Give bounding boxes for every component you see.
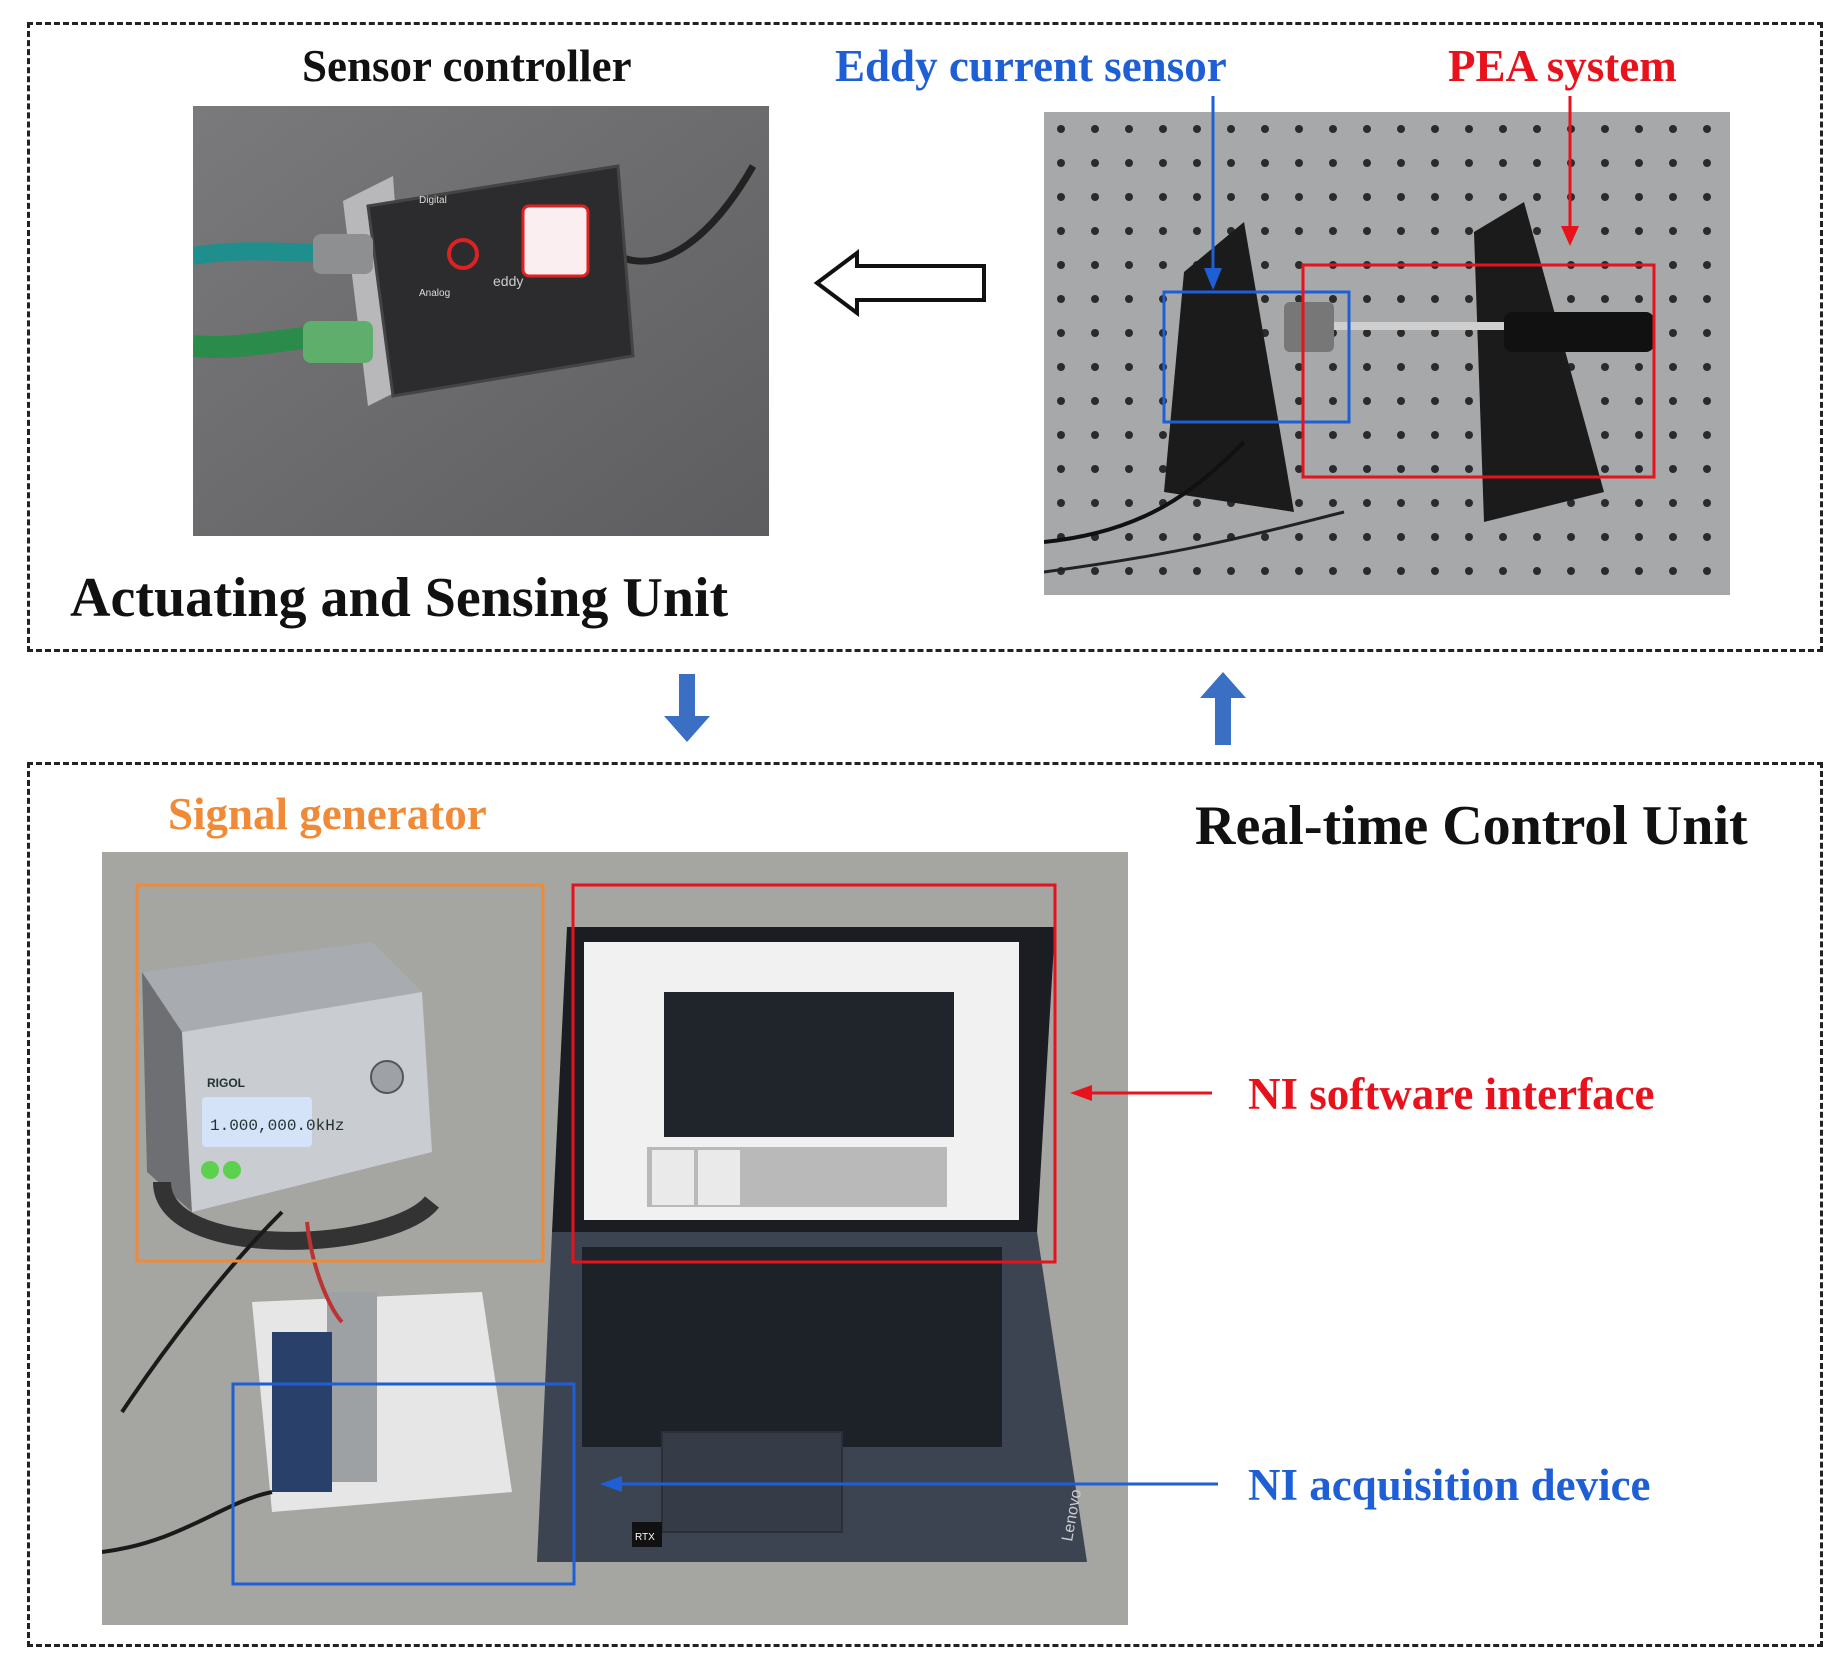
sensor-controller-label: Sensor controller <box>302 41 632 91</box>
gpu-badge-text: RTX <box>635 1532 655 1543</box>
actuating-sensing-unit-title: Actuating and Sensing Unit <box>70 567 729 629</box>
downward-flow-arrow <box>664 674 710 742</box>
ni-acquisition-device-label: NI acquisition device <box>1248 1460 1651 1510</box>
realtime-control-panel <box>27 762 1823 1647</box>
actuating-sensing-panel <box>27 22 1823 652</box>
generator-brand-text: RIGOL <box>207 1076 245 1090</box>
sensor-controller-photo: Digital Analog eddy <box>193 106 769 536</box>
pea-system-label: PEA system <box>1448 41 1677 91</box>
upward-flow-arrow <box>1200 672 1246 745</box>
ni-software-interface-label: NI software interface <box>1248 1069 1655 1119</box>
controller-brand-text: eddy <box>493 273 523 289</box>
signal-generator-label: Signal generator <box>168 789 487 839</box>
realtime-control-unit-title: Real-time Control Unit <box>1195 795 1748 857</box>
pea-system-photo <box>1044 112 1730 595</box>
svg-text:Analog: Analog <box>419 288 450 299</box>
generator-display-text: 1.000,000.0kHz <box>210 1117 344 1135</box>
svg-text:Digital: Digital <box>419 195 447 206</box>
lab-bench-photo: 1.000,000.0kHz RIGOL Lenovo RTX <box>102 852 1128 1625</box>
eddy-current-sensor-label: Eddy current sensor <box>835 41 1227 91</box>
